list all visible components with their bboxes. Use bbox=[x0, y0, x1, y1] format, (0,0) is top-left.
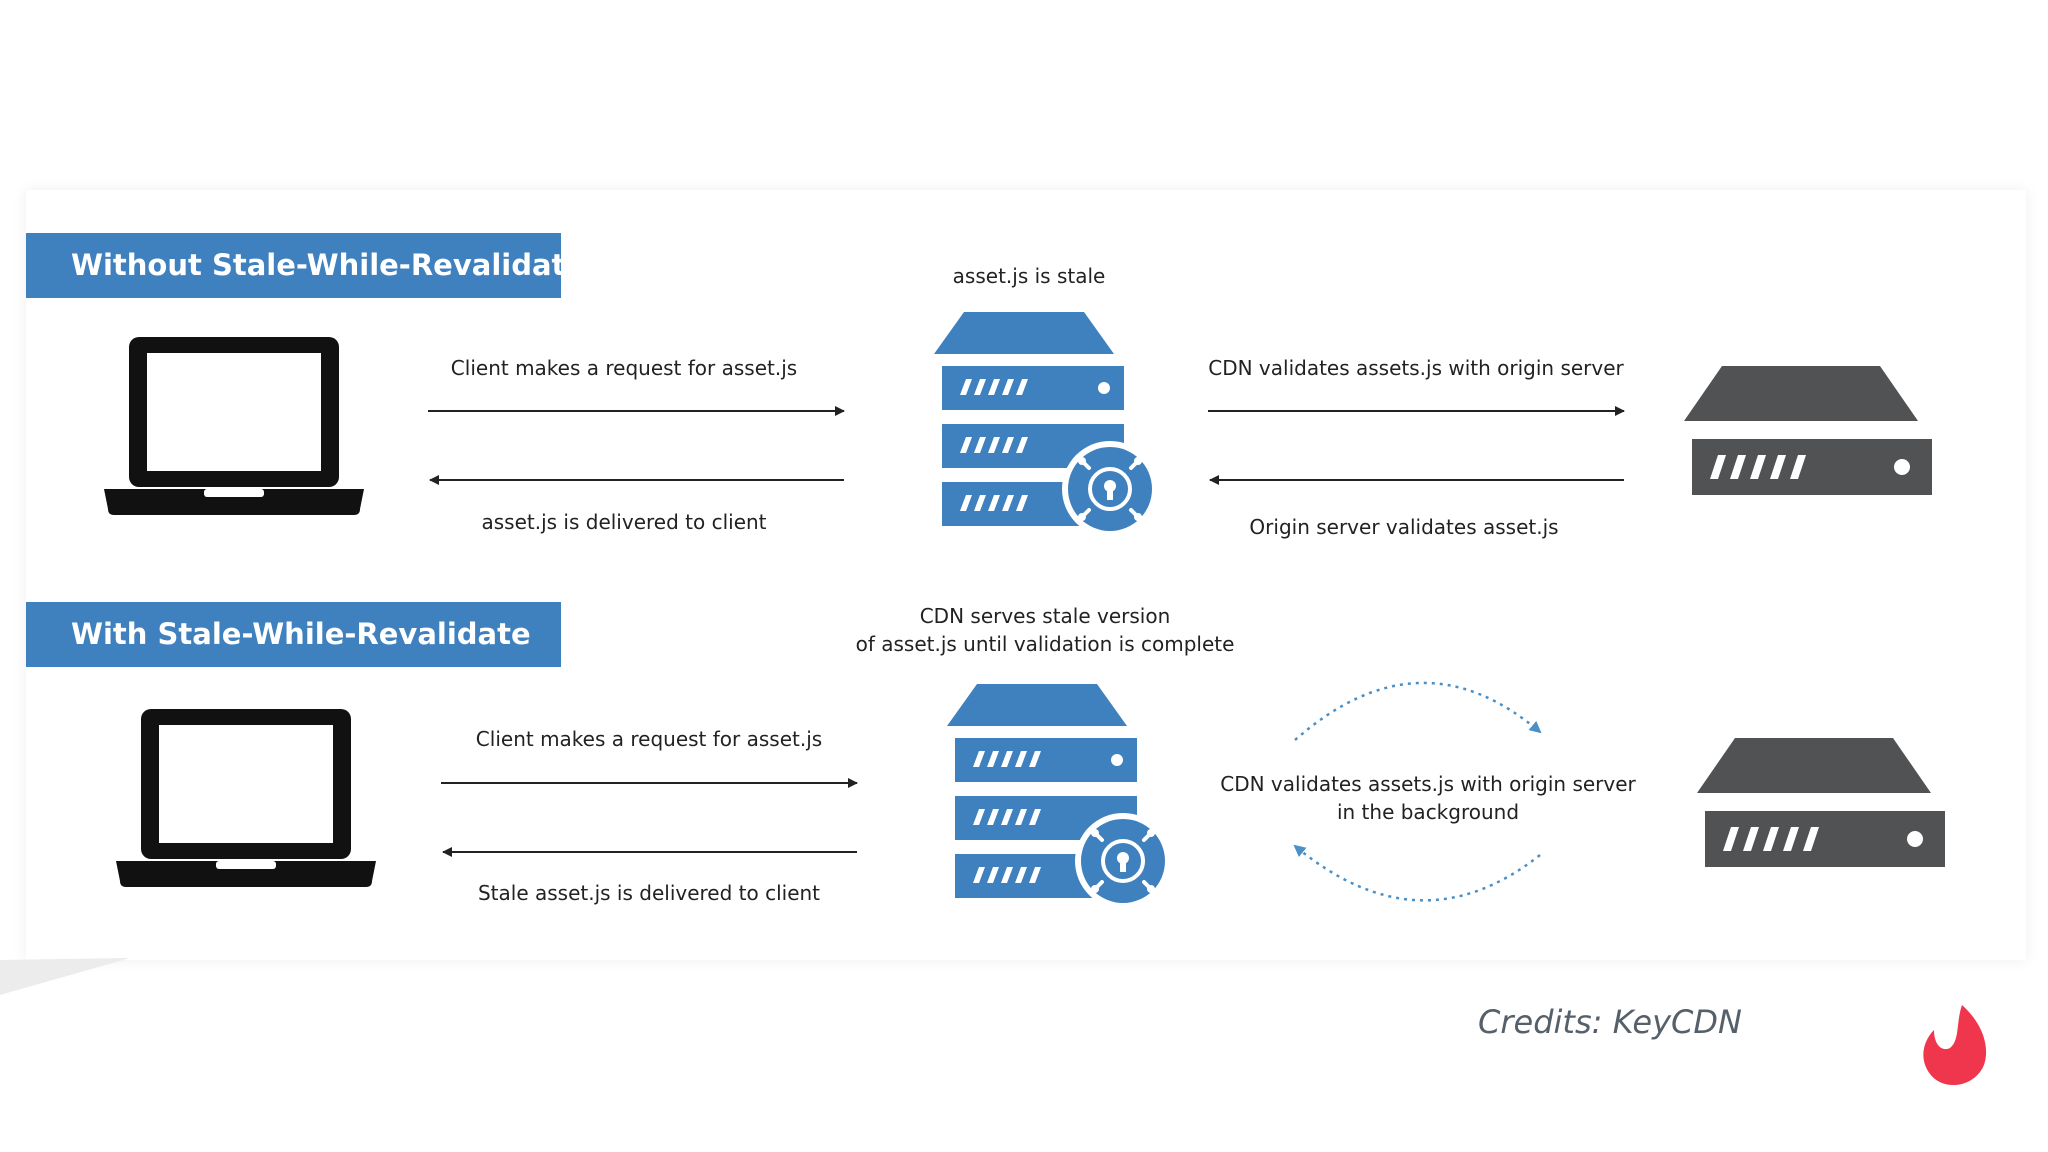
deliver-label: Stale asset.js is delivered to client bbox=[477, 881, 821, 905]
deliver-label: asset.js is delivered to client bbox=[481, 510, 767, 534]
background-validate-arrow bbox=[1294, 681, 1542, 741]
section-title-with: With Stale-While-Revalidate bbox=[26, 602, 561, 667]
flame-logo-icon bbox=[1923, 1005, 1987, 1086]
credits-text: Credits: KeyCDN bbox=[1478, 1003, 1742, 1041]
request-label: Client makes a request for asset.js bbox=[475, 727, 823, 751]
origin-response-label: Origin server validates asset.js bbox=[1249, 515, 1559, 539]
laptop-icon bbox=[104, 337, 364, 515]
cdn-serves-stale-line2: of asset.js until validation is complete bbox=[855, 632, 1235, 656]
cdn-server-icon bbox=[945, 682, 1173, 911]
request-label: Client makes a request for asset.js bbox=[450, 356, 798, 380]
validate-label: CDN validates assets.js with origin serv… bbox=[1208, 356, 1624, 380]
laptop-icon bbox=[116, 709, 376, 887]
background-validate-line1: CDN validates assets.js with origin serv… bbox=[1220, 772, 1636, 796]
origin-server-icon bbox=[1684, 366, 1932, 495]
cdn-serves-stale-line1: CDN serves stale version bbox=[919, 604, 1171, 628]
cdn-stale-caption: asset.js is stale bbox=[952, 264, 1106, 288]
background-return-arrow bbox=[1293, 844, 1541, 902]
cdn-serves-stale-caption: CDN serves stale version of asset.js unt… bbox=[856, 602, 1235, 658]
corner-shadow bbox=[0, 958, 130, 995]
section-title-without: Without Stale-While-Revalidate bbox=[26, 233, 585, 298]
origin-server-icon bbox=[1697, 738, 1945, 867]
background-validate-line2: in the background bbox=[1336, 800, 1520, 824]
cdn-server-icon bbox=[932, 310, 1160, 539]
background-validate-caption: CDN validates assets.js with origin serv… bbox=[1220, 770, 1636, 826]
